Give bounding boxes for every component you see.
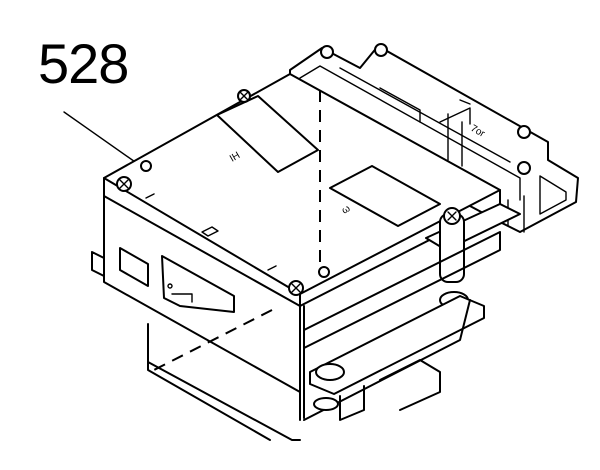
callout-leader-line bbox=[63, 111, 139, 165]
top-cover: IH ω bbox=[103, 73, 501, 307]
connector bbox=[313, 397, 339, 411]
right-mechanism bbox=[299, 203, 521, 421]
lower-bracket bbox=[309, 295, 485, 395]
label-plate-right bbox=[329, 165, 441, 227]
callout-number-528: 528 bbox=[38, 32, 129, 95]
svg-text:IH: IH bbox=[228, 150, 242, 165]
screw-528 bbox=[140, 160, 152, 172]
rear-bracket: 7or bbox=[289, 43, 579, 233]
